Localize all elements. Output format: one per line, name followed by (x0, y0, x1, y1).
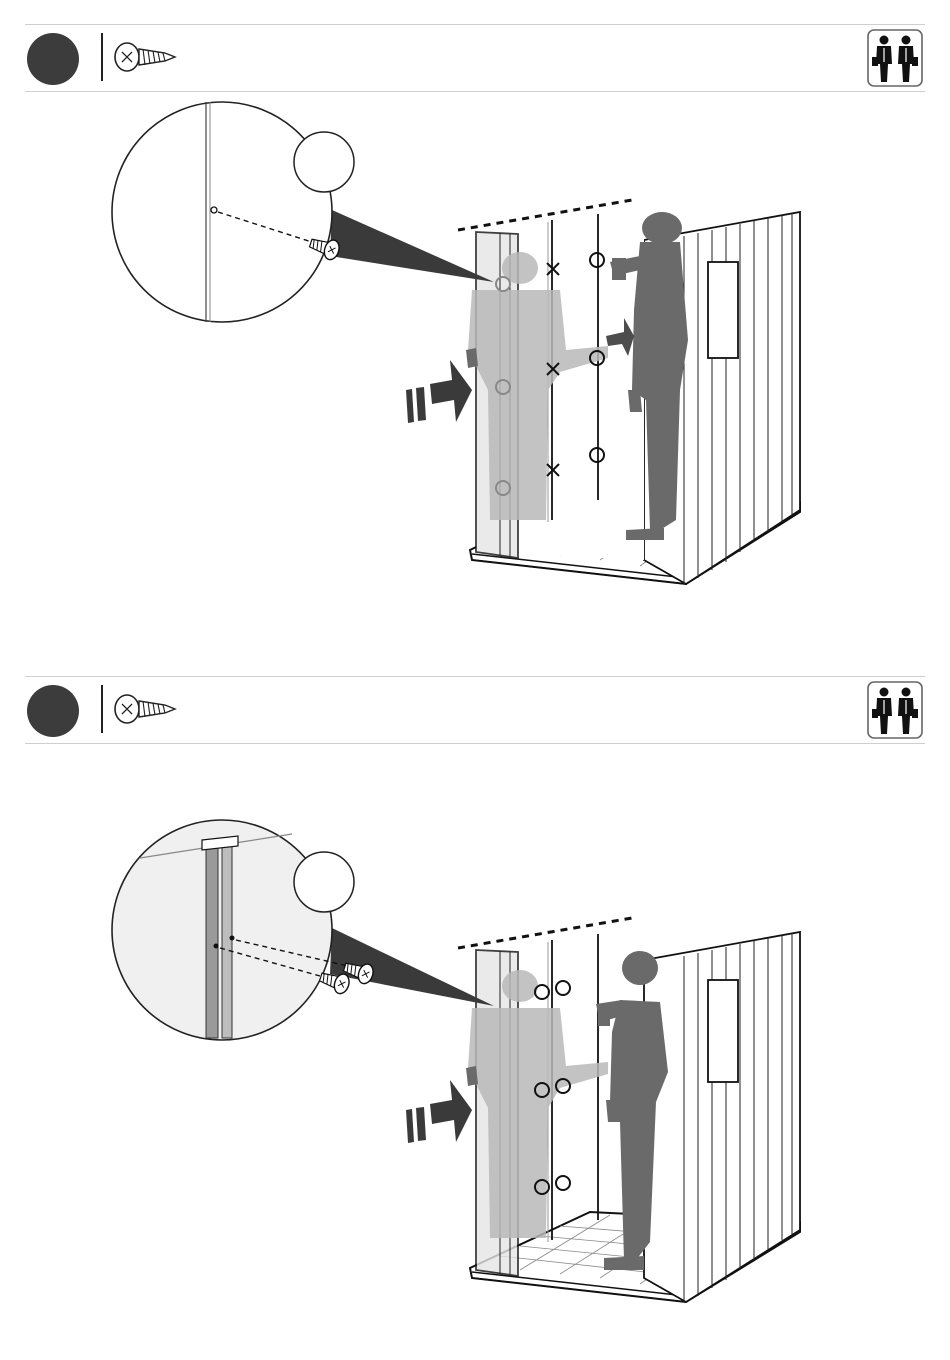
two-person-icon (867, 681, 923, 739)
two-person-icon (867, 29, 923, 87)
detail-callout (112, 102, 494, 322)
step-number-badge (27, 685, 79, 737)
step-header (25, 676, 925, 744)
screw-icon (113, 691, 177, 727)
header-divider (101, 685, 103, 733)
roof-edge-dashed (458, 918, 632, 948)
push-arrow (406, 1080, 472, 1143)
quantity-circle (294, 852, 354, 912)
quantity-circle (294, 132, 354, 192)
shed-window (708, 980, 738, 1082)
detail-callout (112, 820, 494, 1040)
shed-window (708, 262, 738, 358)
screw-icon (113, 39, 177, 75)
step-header (25, 24, 925, 92)
step1-illustration (0, 90, 950, 650)
header-divider (101, 33, 103, 81)
step-number-badge (27, 33, 79, 85)
step2-illustration (0, 742, 950, 1342)
